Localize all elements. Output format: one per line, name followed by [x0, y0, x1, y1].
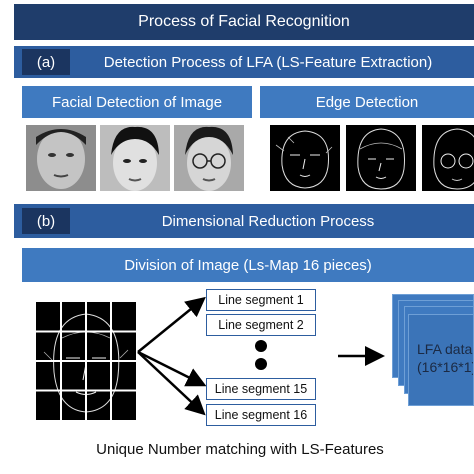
lfa-data-dims: (16*16*1) [417, 359, 474, 375]
section-a-label: Detection Process of LFA (LS-Feature Ext… [103, 53, 433, 71]
ellipsis-dot-2 [255, 358, 267, 370]
face-photo-2 [100, 125, 170, 191]
line-segment-16: Line segment 16 [206, 404, 316, 426]
section-b-label: Dimensional Reduction Process [161, 212, 375, 230]
section-b-tag: (b) [22, 208, 70, 234]
face-photo-3 [174, 125, 244, 191]
edge-image-1 [270, 125, 340, 191]
edge-detection-header: Edge Detection [260, 86, 474, 118]
arrow-to-segment-1 [137, 296, 206, 353]
face-photo-1 [26, 125, 96, 191]
lfa-data-label: LFA data [417, 341, 473, 357]
division-header: Division of Image (Ls-Map 16 pieces) [22, 248, 474, 282]
ellipsis-dot-1 [255, 340, 267, 352]
line-segment-15: Line segment 15 [206, 378, 316, 400]
line-segment-1: Line segment 1 [206, 289, 316, 311]
ls-map-grid [36, 302, 136, 420]
section-b-bar [14, 204, 474, 238]
edge-image-3 [422, 125, 474, 191]
section-a-bar [14, 46, 474, 78]
section-a-tag: (a) [22, 49, 70, 75]
page-title: Process of Facial Recognition [14, 4, 474, 40]
arrow-to-segment-15 [137, 350, 207, 387]
arrow-to-segment-16 [137, 351, 206, 416]
caption: Unique Number matching with LS-Features [96, 440, 384, 458]
lfa-data-block: LFA data (16*16*1) [408, 314, 474, 406]
line-segment-2: Line segment 2 [206, 314, 316, 336]
edge-image-2 [346, 125, 416, 191]
facial-detection-header: Facial Detection of Image [22, 86, 252, 118]
